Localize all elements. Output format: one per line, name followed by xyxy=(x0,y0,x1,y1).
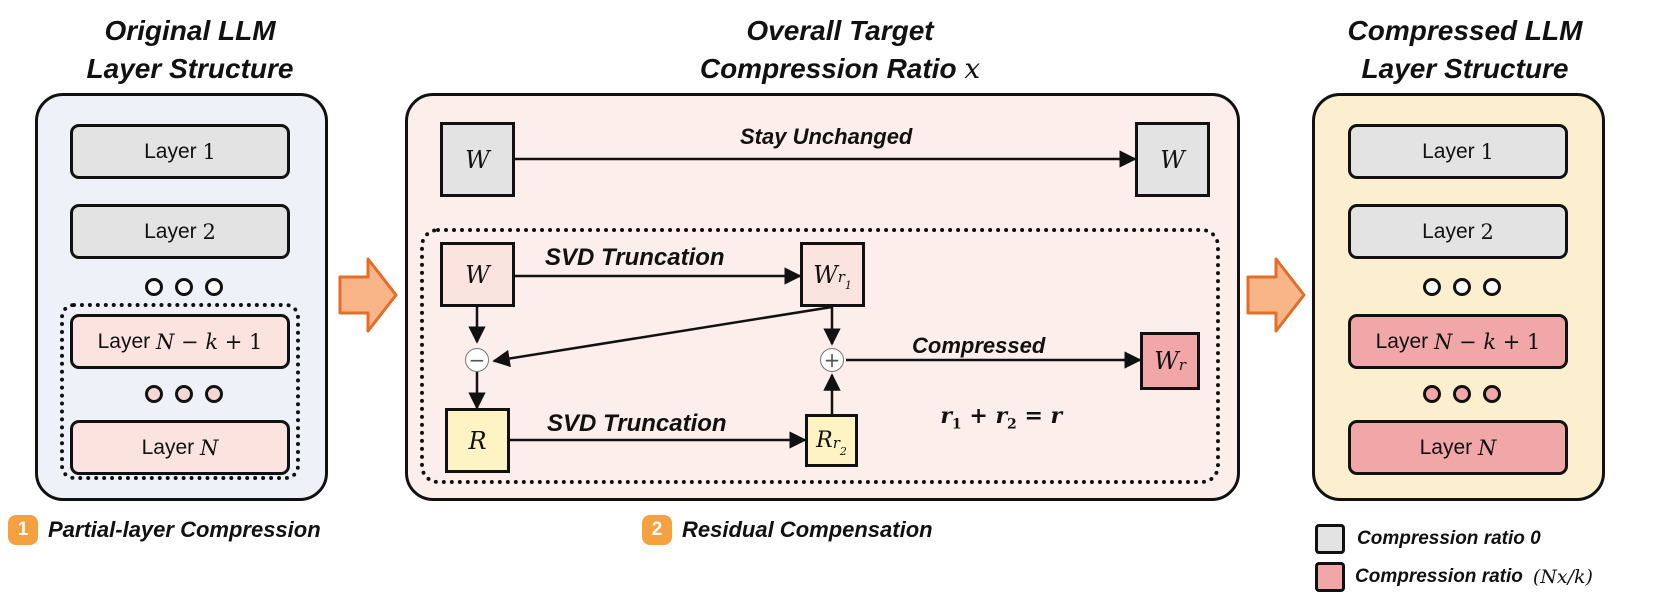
flow-arrow-right xyxy=(1246,257,1306,333)
compressed-layer-2: Layer 2 xyxy=(1348,204,1568,259)
partial-layer-caption: 1 Partial-layer Compression xyxy=(8,515,321,545)
original-compressed-group-outline xyxy=(60,303,300,480)
svd-truncation-label-2: SVD Truncation xyxy=(547,410,727,437)
partial-layer-caption-text: Partial-layer Compression xyxy=(48,517,321,542)
compressed-ellipsis-bottom xyxy=(1423,385,1501,403)
compressed-ellipsis-top xyxy=(1423,278,1501,296)
compressed-layer-1: Layer 1 xyxy=(1348,124,1568,179)
original-llm-title: Original LLM Layer Structure xyxy=(40,12,340,88)
legend-item-ratio-nxk: Compression ratio (Nx/k) xyxy=(1315,562,1593,592)
ellipsis-dot xyxy=(1423,385,1441,403)
weight-matrix-top-left: W xyxy=(440,122,515,197)
ellipsis-dot xyxy=(175,278,193,296)
flow-arrow-left xyxy=(338,257,398,333)
ellipsis-dot xyxy=(205,385,223,403)
residual-compensation-caption: 2 Residual Compensation xyxy=(642,515,933,545)
compressed-label: Compressed xyxy=(912,333,1046,358)
original-llm-title-line1: Original LLM xyxy=(104,15,276,46)
compressed-llm-title: Compressed LLM Layer Structure xyxy=(1300,12,1630,88)
original-ellipsis-bottom xyxy=(145,385,223,403)
legend-label-ratio-0: Compression ratio 0 xyxy=(1357,528,1541,549)
original-layer-2: Layer 2 xyxy=(70,204,290,259)
original-layer-n-k-1: Layer N − k + 1 xyxy=(70,314,290,369)
wr1-to-minus-arrow xyxy=(492,305,833,368)
original-llm-title-line2: Layer Structure xyxy=(86,53,294,84)
rank-equation: r1 + r2 = r xyxy=(940,403,1063,433)
step-2-badge: 2 xyxy=(642,515,672,545)
ellipsis-dot xyxy=(145,385,163,403)
step-1-badge: 1 xyxy=(8,515,38,545)
ellipsis-dot xyxy=(1483,385,1501,403)
legend-swatch-gray xyxy=(1315,524,1345,554)
ellipsis-dot xyxy=(205,278,223,296)
weight-matrix-top-right: W xyxy=(1135,122,1210,197)
stay-unchanged-label: Stay Unchanged xyxy=(740,124,913,149)
residual-matrix-r: R xyxy=(445,408,510,473)
compressed-layer-n-k-1: Layer N − k + 1 xyxy=(1348,314,1568,369)
target-ratio-title-line1: Overall Target xyxy=(746,15,934,46)
residual-group-outline xyxy=(420,228,1220,484)
ellipsis-dot xyxy=(1453,385,1471,403)
original-layer-n: Layer N xyxy=(70,420,290,475)
svd-truncation-label-1: SVD Truncation xyxy=(545,244,725,271)
ellipsis-dot xyxy=(1483,278,1501,296)
original-ellipsis-top xyxy=(145,278,223,296)
weight-matrix-residual: W xyxy=(440,242,515,307)
target-ratio-title-line2: Compression Ratio x xyxy=(699,52,981,85)
residual-compensation-caption-text: Residual Compensation xyxy=(682,517,933,542)
target-ratio-title: Overall Target Compression Ratio x xyxy=(620,12,1060,88)
legend-item-ratio-0: Compression ratio 0 xyxy=(1315,524,1593,554)
compressed-llm-title-line1: Compressed LLM xyxy=(1347,15,1583,46)
add-operator: + xyxy=(820,348,844,372)
legend-label-ratio-nxk: Compression ratio xyxy=(1355,566,1523,587)
ellipsis-dot xyxy=(1423,278,1441,296)
legend-swatch-red xyxy=(1315,562,1345,592)
ellipsis-dot xyxy=(175,385,193,403)
subtract-operator: − xyxy=(465,348,489,372)
original-layer-1: Layer 1 xyxy=(70,124,290,179)
legend-label-ratio-nxk-math: (Nx/k) xyxy=(1532,566,1593,588)
compressed-llm-title-line2: Layer Structure xyxy=(1361,53,1569,84)
ellipsis-dot xyxy=(1453,278,1471,296)
ellipsis-dot xyxy=(145,278,163,296)
compressed-layer-n: Layer N xyxy=(1348,420,1568,475)
legend: Compression ratio 0 Compression ratio (N… xyxy=(1315,524,1593,592)
